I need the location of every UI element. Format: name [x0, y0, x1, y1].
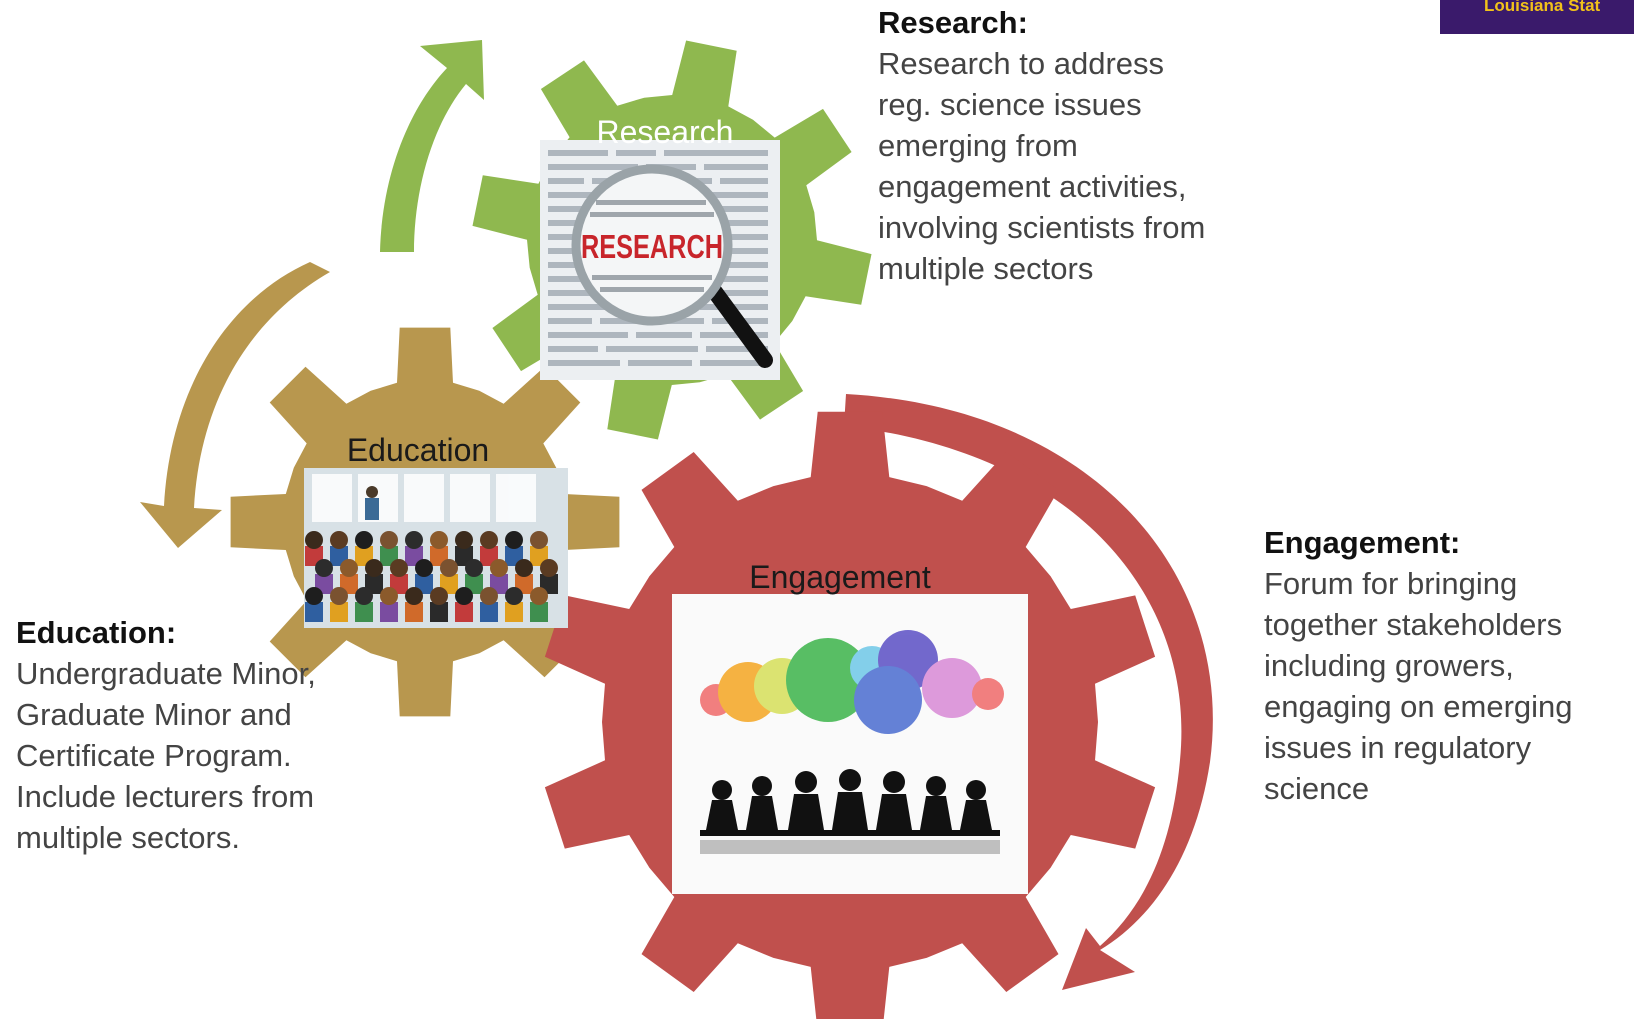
audience-member-head	[505, 587, 523, 605]
audience-member-head	[505, 531, 523, 549]
audience-member-head	[305, 531, 323, 549]
classroom-photo	[304, 468, 568, 628]
audience-member-head	[490, 559, 508, 577]
audience-member-head	[355, 587, 373, 605]
engagement-gear-label: Engagement	[749, 559, 931, 595]
research-description: Research: Research to address reg. scien…	[878, 2, 1258, 289]
audience-member-head	[405, 531, 423, 549]
education-description: Education: Undergraduate Minor, Graduate…	[16, 612, 376, 858]
university-logo-text: Louisiana Stat	[1484, 0, 1601, 15]
audience-member-head	[515, 559, 533, 577]
audience-member-head	[480, 587, 498, 605]
meeting-illustration	[672, 594, 1028, 894]
audience-member-body	[380, 602, 398, 622]
education-cycle-arrow	[140, 262, 330, 548]
audience-member-body	[405, 602, 423, 622]
audience-member-head	[540, 559, 558, 577]
audience-member-head	[430, 531, 448, 549]
audience-member-head	[380, 587, 398, 605]
audience-member-head	[365, 559, 383, 577]
audience-member-body	[505, 602, 523, 622]
audience-member-head	[355, 531, 373, 549]
university-logo-banner: Louisiana Stat	[1440, 0, 1634, 34]
audience-member-body	[305, 602, 323, 622]
engagement-description-heading: Engagement:	[1264, 525, 1461, 560]
research-gear-label: Research	[597, 114, 734, 150]
engagement-description: Engagement: Forum for bringing together …	[1264, 522, 1632, 809]
audience-member-body	[355, 602, 373, 622]
audience-member-head	[315, 559, 333, 577]
audience-member-body	[455, 602, 473, 622]
audience-member-head	[340, 559, 358, 577]
audience-member-body	[330, 602, 348, 622]
audience-member-head	[530, 587, 548, 605]
research-description-heading: Research:	[878, 5, 1028, 40]
audience-member-head	[480, 531, 498, 549]
audience-member-head	[380, 531, 398, 549]
research-description-body: Research to address reg. science issues …	[878, 46, 1206, 286]
audience-member-head	[440, 559, 458, 577]
engagement-cycle-arrow	[844, 394, 1213, 990]
research-word-cloud-image: RESEARCH	[540, 140, 780, 380]
audience-member-head	[305, 587, 323, 605]
engagement-description-body: Forum for bringing together stakeholders…	[1264, 566, 1573, 806]
audience-member-body	[530, 602, 548, 622]
audience-member-head	[330, 531, 348, 549]
audience-member-head	[415, 559, 433, 577]
education-description-heading: Education:	[16, 615, 177, 650]
audience-member-body	[480, 602, 498, 622]
education-gear-label: Education	[347, 432, 489, 468]
audience-member-head	[405, 587, 423, 605]
audience-member-head	[430, 587, 448, 605]
audience-member-head	[455, 587, 473, 605]
audience-member-body	[430, 602, 448, 622]
research-image-word: RESEARCH	[581, 228, 723, 265]
audience-member-head	[465, 559, 483, 577]
audience-member-head	[330, 587, 348, 605]
audience-member-head	[530, 531, 548, 549]
education-description-body: Undergraduate Minor, Graduate Minor and …	[16, 656, 316, 855]
research-cycle-arrow	[380, 40, 484, 252]
audience-member-head	[390, 559, 408, 577]
audience-member-head	[455, 531, 473, 549]
